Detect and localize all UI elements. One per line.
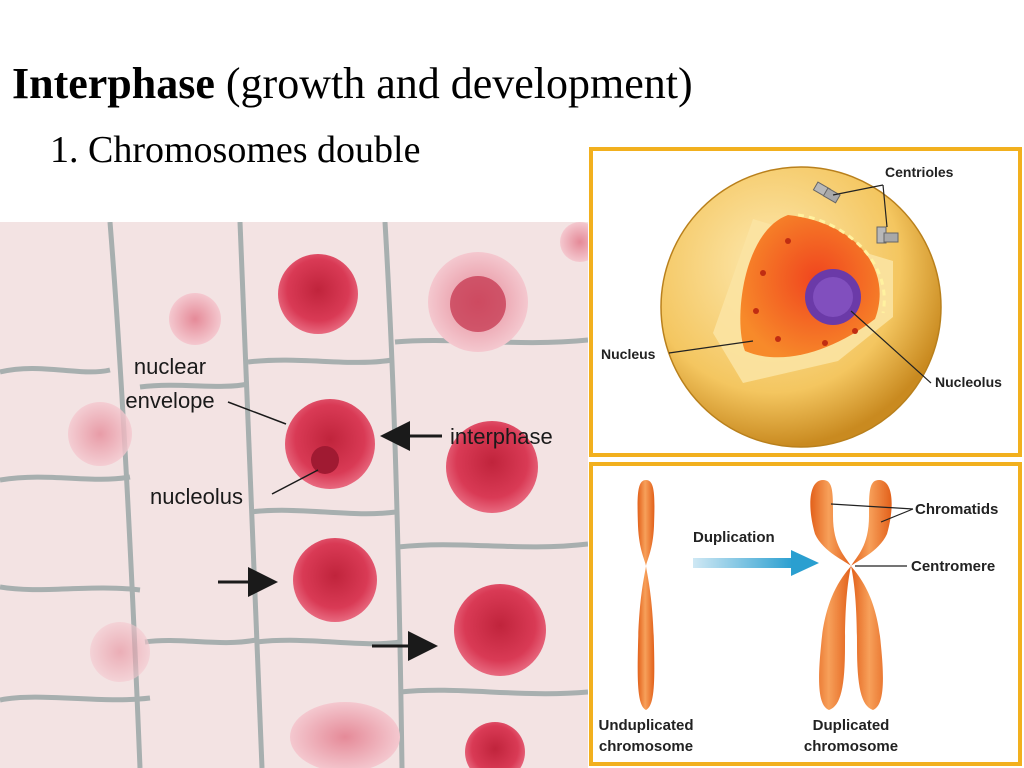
slide-title-bold: Interphase	[12, 59, 215, 108]
slide-title-subtitle: (growth and development)	[225, 59, 693, 108]
cell-cutaway-diagram: Centrioles Nucleus Nucleolus	[601, 164, 1002, 448]
centrioles-label: Centrioles	[885, 164, 954, 180]
centrioles-icon	[812, 181, 899, 244]
cell-diagram-panel: Centrioles Nucleus Nucleolus	[589, 147, 1022, 457]
nuclear-envelope-label-line1: nuclear	[134, 354, 206, 379]
nuclei	[68, 222, 588, 768]
duplication-label: Duplication	[693, 529, 775, 546]
cell-micrograph: nuclear envelope interphase nucleolus	[0, 222, 588, 768]
unduplicated-label-line2: chromosome	[599, 738, 693, 755]
unduplicated-label-line1: Unduplicated	[598, 717, 693, 734]
nucleolus-label: nucleolus	[150, 484, 243, 509]
duplicated-label-line1: Duplicated	[813, 717, 890, 734]
duplication-arrow	[693, 550, 819, 576]
chromosome-diagram-panel: Duplication Chromatids Centromere Undupl…	[589, 462, 1022, 766]
nucleolus-pointer	[271, 469, 319, 495]
nuclear-envelope-pointer	[227, 401, 287, 425]
micrograph-image: nuclear envelope interphase nucleolus	[0, 222, 588, 768]
bullet-point: 1. Chromosomes double	[50, 129, 421, 171]
unduplicated-chromosome	[637, 480, 655, 710]
nucleolus-diagram-label: Nucleolus	[935, 374, 1002, 390]
centromere-label: Centromere	[911, 558, 995, 575]
interphase-label: interphase	[450, 424, 553, 449]
chromatids-label: Chromatids	[915, 501, 998, 518]
nucleus-label: Nucleus	[601, 346, 656, 362]
duplicated-chromosome	[810, 480, 892, 710]
slide-title: Interphase (growth and development)	[12, 58, 693, 109]
chromosome-duplication-diagram: Duplication Chromatids Centromere Undupl…	[598, 480, 998, 755]
nuclear-envelope-label-line2: envelope	[125, 388, 214, 413]
duplicated-label-line2: chromosome	[804, 738, 898, 755]
